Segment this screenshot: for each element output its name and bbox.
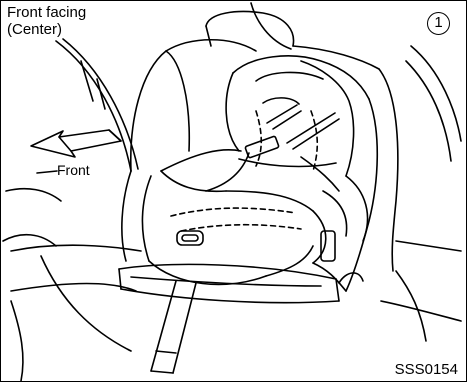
figure-code: SSS0154 bbox=[395, 362, 458, 378]
front-direction-label: Front bbox=[57, 162, 90, 178]
orientation-label-line2: (Center) bbox=[7, 22, 62, 38]
vehicle-rear-seat bbox=[11, 12, 426, 381]
child-seat bbox=[142, 56, 377, 291]
child-seat-base bbox=[119, 264, 363, 373]
step-number-badge: 1 bbox=[427, 12, 450, 35]
orientation-label-line1: Front facing bbox=[7, 5, 86, 21]
